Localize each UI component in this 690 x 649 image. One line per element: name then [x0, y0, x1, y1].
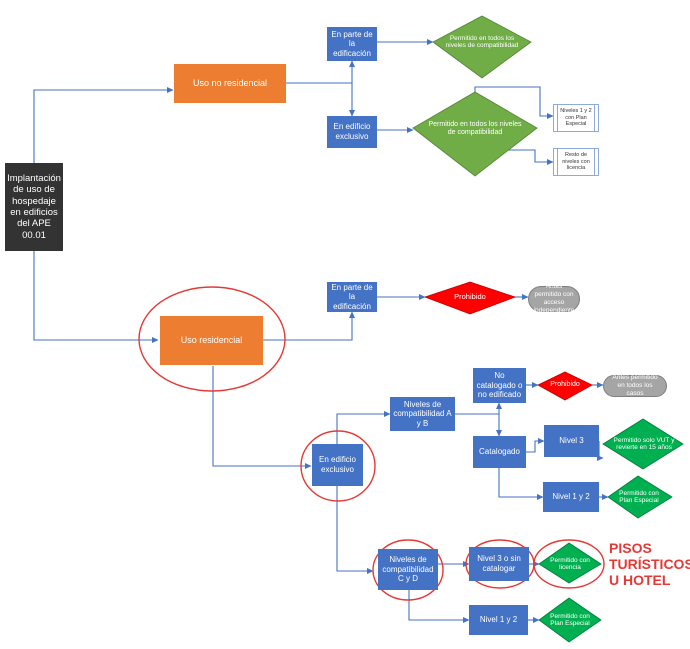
nr-note-resto: Resto de niveles con licencia	[553, 148, 599, 176]
r-note-antes-acceso: Antes permitido con acceso independiente	[528, 283, 580, 314]
diamond-nr-parte-result	[432, 15, 532, 79]
connector-r-en-parte	[263, 311, 355, 341]
connector-cd-nivel12	[408, 590, 470, 623]
callout-line-2: TURÍSTICOS	[609, 556, 690, 573]
diamond-ab-prohibido	[537, 371, 593, 401]
nr-note-niveles12: Niveles 1 y 2 con Plan Especial	[553, 104, 599, 132]
uso-no-residencial-box: Uso no residencial	[174, 64, 286, 103]
ab-note-antes-todos: Antes permitido en todos los casos	[603, 374, 667, 397]
no-catalogado-box: No catalogado o no edificado	[473, 368, 526, 403]
connector-root-residencial	[33, 251, 159, 343]
connector-r-en-edificio	[212, 366, 312, 469]
diamond-r-prohibido	[423, 281, 517, 315]
connector-nivel3-result	[597, 441, 604, 461]
cd-nivel12-box: Nivel 1 y 2	[469, 605, 528, 635]
highlight-uso-residencial	[138, 286, 286, 392]
uso-residencial-box: Uso residencial	[160, 316, 263, 365]
r-en-edificio-box: En edificio exclusivo	[312, 444, 363, 486]
connector-edificio-ab	[336, 411, 391, 444]
cat-nivel12-box: Nivel 1 y 2	[543, 482, 599, 512]
catalogado-box: Catalogado	[473, 436, 526, 468]
diamond-nr-edificio-result	[412, 91, 538, 177]
diamond-nivel3sin-result	[538, 542, 602, 584]
connector-root-no-residencial	[33, 87, 174, 163]
diamond-nivel3-result	[602, 418, 684, 470]
highlight-en-edificio	[300, 430, 376, 502]
nr-en-edificio-box: En edificio exclusivo	[327, 116, 377, 148]
niveles-ab-box: Niveles de compatibilidad A y B	[390, 397, 455, 431]
niveles-cd-box: Niveles de compatibilidad C y D	[378, 549, 438, 590]
nr-en-parte-box: En parte de la edificación	[327, 27, 377, 61]
r-en-parte-box: En parte de la edificación	[327, 282, 377, 312]
callout-line-3: U HOTEL	[609, 572, 671, 589]
diamond-nivel12-result	[607, 475, 673, 519]
diamond-cd-nivel12-result	[538, 597, 602, 643]
cat-nivel3-box: Nivel 3	[544, 425, 599, 457]
connector-nr-en-parte	[286, 60, 355, 84]
connector-cat-nivel3	[526, 438, 545, 453]
highlight-permitido-licencia	[533, 539, 605, 589]
connector-ab-no-catalogado	[455, 402, 502, 415]
callout-line-1: PISOS	[609, 540, 652, 556]
connector-edificio-cd	[336, 486, 374, 574]
cd-nivel3-sin-box: Nivel 3 o sin catalogar	[469, 547, 529, 581]
connector-cat-nivel12	[498, 468, 544, 500]
highlight-niveles-cd	[372, 539, 444, 601]
root-box: Implantación de uso de hospedaje en edif…	[5, 163, 63, 251]
pisos-turisticos-callout: PISOS TURÍSTICOS U HOTEL	[609, 540, 690, 588]
